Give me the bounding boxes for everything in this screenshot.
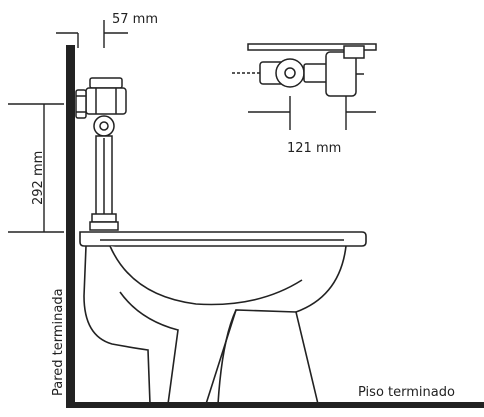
toilet bbox=[80, 232, 366, 404]
flush-valve-side bbox=[76, 78, 126, 230]
width-dimension bbox=[248, 96, 376, 130]
finished-wall bbox=[66, 45, 75, 407]
height-dimension-label: 292 mm bbox=[31, 151, 46, 205]
offset-dimension-label: 57 mm bbox=[112, 12, 158, 27]
width-dimension-label: 121 mm bbox=[287, 141, 341, 156]
finished-wall-label: Pared terminada bbox=[51, 288, 66, 396]
finished-floor bbox=[66, 402, 484, 408]
finished-floor-label: Piso terminado bbox=[358, 385, 455, 400]
flush-valve-top bbox=[232, 44, 376, 96]
